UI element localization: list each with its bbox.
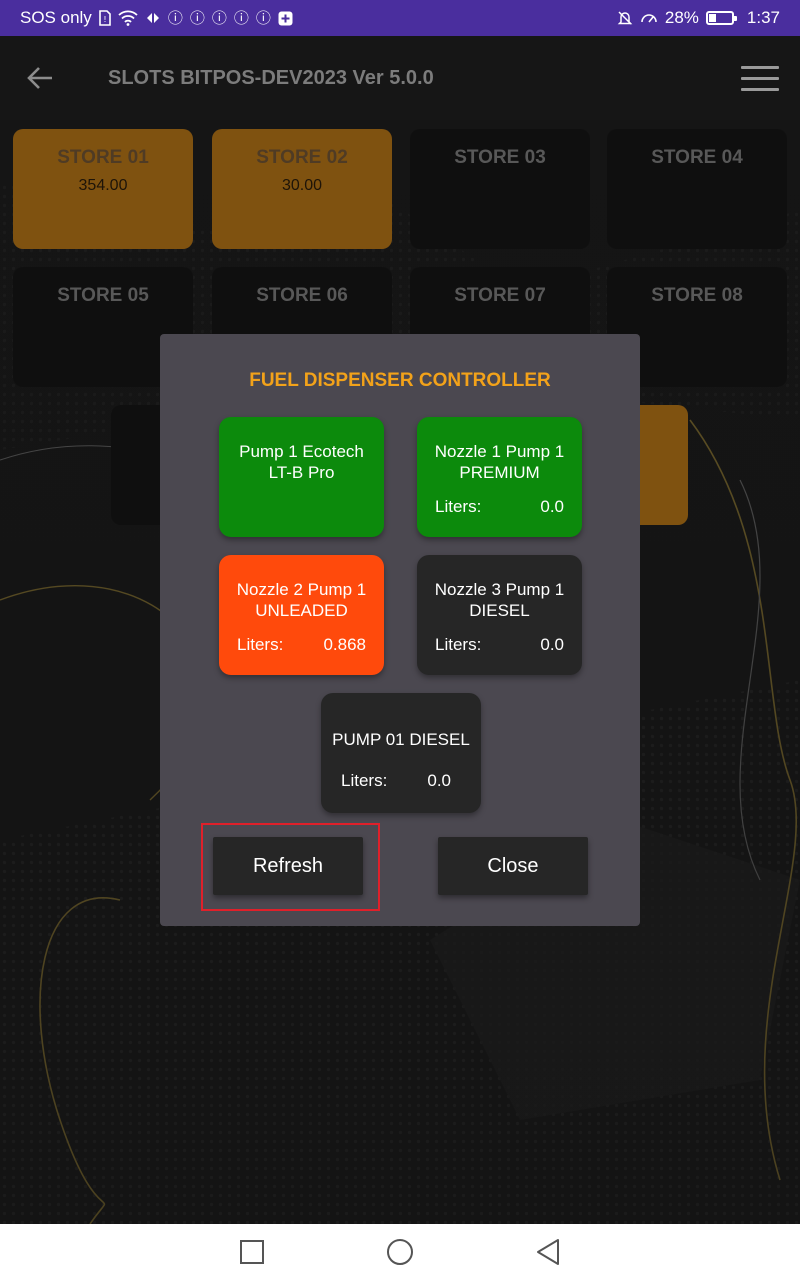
recents-button[interactable] [237,1237,267,1267]
liters-row: Liters: 0.868 [237,635,366,655]
nozzle-title-line: Nozzle 2 Pump 1 [236,580,367,599]
status-bar: SOS only ! ⓘ ⓘ ⓘ ⓘ ⓘ 28% 1:37 [0,0,800,36]
alert-icon: ⓘ [233,9,249,27]
pump-card[interactable]: Pump 1 Ecotech LT-B Pro [219,417,384,537]
close-button[interactable]: Close [438,837,588,895]
store-name: STORE 02 [256,147,348,168]
pump-title: Pump 1 Ecotech LT-B Pro [225,441,378,483]
clock-text: 1:37 [746,8,780,27]
alert-icon: ⓘ [167,9,183,27]
pump-title-line: LT-B Pro [268,463,335,482]
fuel-type: PREMIUM [459,463,540,482]
app-title: SLOTS BITPOS-DEV2023 Ver 5.0.0 [108,66,434,89]
liters-row: Liters: 0.0 [435,635,564,655]
store-tile-04[interactable]: STORE 04 [607,129,787,249]
liters-row: Liters: 0.0 [435,497,564,517]
liters-label: Liters: [435,635,482,654]
nozzle-card[interactable]: Nozzle 2 Pump 1 UNLEADED Liters: 0.868 [219,555,384,675]
nozzle-title-line: Nozzle 3 Pump 1 [434,580,565,599]
liters-label: Liters: [341,771,388,790]
wifi-icon [118,10,138,26]
fuel-type: DIESEL [469,601,530,620]
svg-text:!: ! [103,15,106,24]
fuel-dispenser-dialog: FUEL DISPENSER CONTROLLER Pump 1 Ecotech… [160,334,640,926]
dialog-title: FUEL DISPENSER CONTROLLER [249,370,551,391]
circle-home-icon [387,1239,413,1265]
liters-value: 0.0 [427,771,451,790]
liters-label: Liters: [237,635,284,654]
arrow-left-icon [27,67,52,89]
store-name: STORE 01 [57,147,149,168]
nozzle-card[interactable]: Nozzle 1 Pump 1 PREMIUM Liters: 0.0 [417,417,582,537]
sim-icon: ! [99,10,111,26]
bell-off-icon [617,11,633,25]
app-bar: SLOTS BITPOS-DEV2023 Ver 5.0.0 [0,36,800,120]
nozzle-card[interactable]: Nozzle 3 Pump 1 DIESEL Liters: 0.0 [417,555,582,675]
liters-value: 0.0 [540,497,564,516]
alert-icon: ⓘ [211,9,227,27]
liters-label: Liters: [435,497,482,516]
pump-diesel-card[interactable]: PUMP 01 DIESEL Liters: 0.0 [321,693,481,813]
store-tile-02[interactable]: STORE 02 30.00 [212,129,392,249]
store-tile-03[interactable]: STORE 03 [410,129,590,249]
store-name: STORE 05 [57,285,149,306]
nav-back-button[interactable] [533,1237,563,1267]
nozzle-title: Nozzle 3 Pump 1 DIESEL [423,579,576,621]
store-name: STORE 08 [651,285,743,306]
battery-percent: 28% [664,8,699,27]
store-name: STORE 06 [256,285,348,306]
store-tile-01[interactable]: STORE 01 354.00 [13,129,193,249]
battery-icon [705,11,737,25]
hamburger-menu-icon [741,65,779,69]
liters-row: Liters: 0.0 [341,771,451,791]
triangle-back-icon [537,1239,559,1265]
alert-icon: ⓘ [189,9,205,27]
data-arrows-icon [146,13,159,23]
store-name: STORE 04 [651,147,743,168]
pump-title: PUMP 01 DIESEL [327,729,475,750]
alert-icon: ⓘ [255,9,271,27]
pump-title-line: Pump 1 Ecotech [239,442,364,461]
back-button[interactable] [0,36,80,120]
store-value: 30.00 [281,177,323,194]
store-value: 354.00 [78,177,128,194]
store-name: STORE 03 [454,147,546,168]
home-button[interactable] [385,1237,415,1267]
plus-box-icon [278,11,293,25]
fuel-type: UNLEADED [255,601,348,620]
liters-value: 0.0 [540,635,564,654]
liters-value: 0.868 [323,635,366,654]
nozzle-title: Nozzle 2 Pump 1 UNLEADED [225,579,378,621]
store-name: STORE 07 [454,285,546,306]
refresh-highlight-box [201,823,380,911]
carrier-text: SOS only [20,8,92,27]
nozzle-title: Nozzle 1 Pump 1 PREMIUM [423,441,576,483]
square-recents-icon [240,1240,264,1264]
nozzle-title-line: Nozzle 1 Pump 1 [434,442,565,461]
hamburger-menu-button[interactable] [720,36,800,120]
pump-title-line: PUMP 01 DIESEL [332,730,470,749]
system-nav-bar [0,1224,800,1280]
speedometer-icon [641,14,657,23]
refresh-button[interactable]: Refresh [213,837,363,895]
